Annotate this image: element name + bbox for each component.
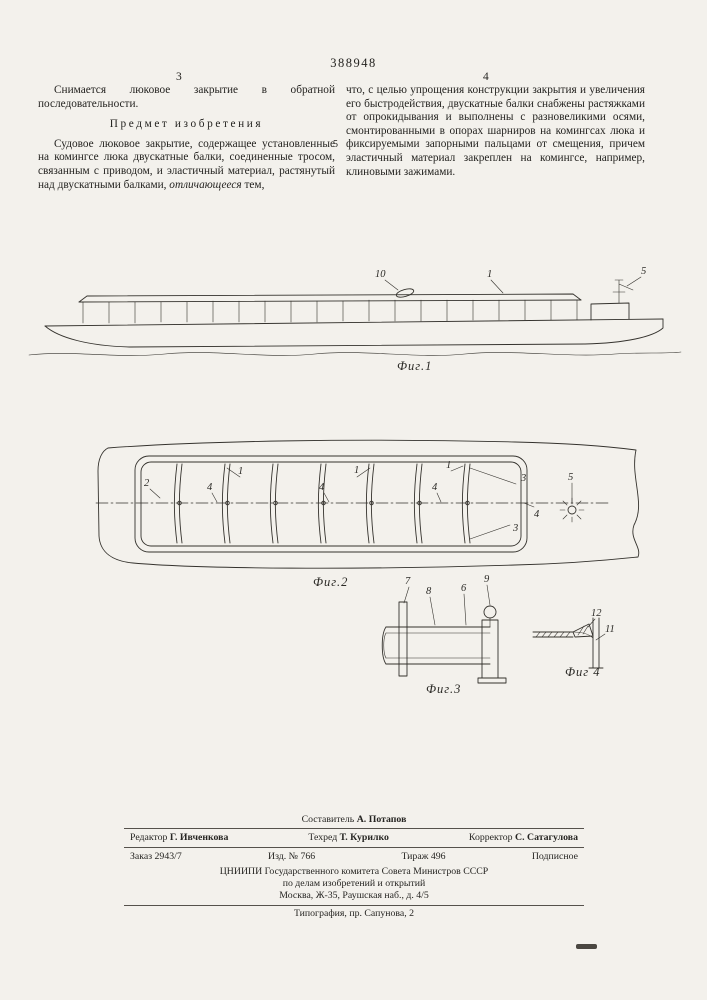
fig1-label-10: 10 [375,269,386,280]
fig1-superstructure [590,279,634,321]
fig3-beam-tube [381,626,491,665]
org-line-3: Москва, Ж-35, Раушская наб., д. 4/5 [279,890,429,901]
edition-number: Изд. № 766 [268,851,316,862]
right-column: что, с целью упрощения конструкции закры… [346,84,645,179]
fig1-label-5: 5 [641,266,646,277]
fig2-label-3a: 3 [520,473,526,484]
figure-4-wedge-clamp-detail: 12 11 Фиг 4 [532,608,615,679]
fig2-guy-braces [469,467,517,540]
fig4-label-12: 12 [591,608,602,619]
line-number-marker: 5 [333,139,338,150]
fig3-label-8: 8 [426,586,432,597]
editor-label: Редактор [130,832,168,843]
fig3-hinge-support [477,605,507,684]
corrector-label: Корректор [468,832,513,843]
editor-name: Г. Ивченкова [169,832,229,843]
credits-row: Редактор Г. Ивченкова Техред Т. Курилко … [124,831,584,845]
fig1-leader-lines [384,276,642,294]
fig2-leader-lines [149,465,573,508]
editor-credit: Редактор Г. Ивченкова [130,832,228,844]
paragraph-claim-continued: что, с целью упрощения конструкции закры… [346,84,645,178]
figure-1-ship-side-view: 10 1 5 Фиг.1 [28,266,682,373]
fig1-waterline [28,351,682,356]
footer-rule [124,847,584,848]
fig3-caption: Фиг.3 [426,682,461,696]
fig3-label-6: 6 [461,583,467,594]
fig2-label-2: 2 [144,478,150,489]
column-number-left: 3 [176,71,182,83]
claim-text: Судовое люковое закрытие, содержащее уст… [38,137,335,191]
fig1-hull [44,318,664,348]
fig2-label-4b: 4 [319,482,325,493]
corrector-name: С. Сатагулова [515,832,578,843]
fig2-label-5: 5 [568,472,573,483]
claim-text-italic: отличающееся [169,178,242,191]
fig2-label-1c: 1 [446,460,451,471]
fig2-label-1b: 1 [354,465,359,476]
fig3-flange-plate [398,601,408,677]
techred-credit: Техред Т. Курилко [308,832,389,844]
fig2-deck-outline [97,439,640,569]
footer-rule [124,905,584,906]
fig1-caption: Фиг.1 [397,359,432,373]
order-number: Заказ 2943/7 [130,851,182,862]
fig2-hatch-coaming [134,455,528,553]
fig4-elastic-sheet [532,631,574,638]
fig2-label-4d: 4 [534,509,540,520]
typography-line: Типография, пр. Сапунова, 2 [293,908,415,919]
compiler-label: Составитель [301,814,355,825]
fig1-label-1: 1 [487,269,492,280]
fig3-label-7: 7 [405,576,411,587]
fig3-label-9: 9 [484,574,490,585]
figure-3-beam-end-detail: 7 8 6 9 Фиг.3 [381,574,507,696]
fig2-caption: Фиг.2 [313,575,348,589]
claim-text-tail: тем, [241,178,265,191]
compiler-name: А. Потапов [356,814,407,825]
fig2-label-1a: 1 [238,466,243,477]
paragraph-removal: Снимается люковое закрытие в обратной по… [38,84,335,110]
fig3-leader-lines [403,584,491,626]
org-line-2: по делам изобретений и открытий [282,878,426,889]
left-column: Снимается люковое закрытие в обратной по… [38,84,335,192]
fig2-label-4a: 4 [207,482,213,493]
corrector-credit: Корректор С. Сатагулова [469,832,578,844]
figure-2-hatch-plan-view: 2 4 1 4 1 4 1 3 3 4 5 Фиг.2 [95,439,640,589]
print-info-row: Заказ 2943/7 Изд. № 766 Тираж 496 Подпис… [124,850,584,864]
fig4-leader-lines [587,618,606,641]
fig4-wedge [572,623,594,638]
circulation: Тираж 496 [401,851,446,862]
fig4-label-11: 11 [605,624,615,635]
fig1-hatch-cover [78,293,582,324]
fig4-coaming-clamp [572,617,604,669]
section-heading: Предмет изобретения [109,118,264,131]
techred-label: Техред [308,832,338,843]
fig4-caption: Фиг 4 [565,665,601,679]
column-number-right: 4 [483,71,489,83]
paragraph-claim: Судовое люковое закрытие, содержащее уст… [38,138,335,192]
subscription: Подписное [531,851,578,862]
imprint-footer: Составитель А. Потапов Редактор Г. Ивчен… [124,814,584,920]
fig2-label-4c: 4 [432,482,438,493]
org-line-1: ЦНИИПИ Государственного комитета Совета … [219,866,489,877]
fig2-ridge-beams [173,463,471,544]
patent-number: 388948 [330,56,377,70]
scan-artifact-mark [576,944,597,949]
compiler-credit: Составитель А. Потапов [124,814,584,826]
techred-name: Т. Курилко [339,832,389,843]
footer-rule [124,828,584,829]
fig2-label-3b: 3 [512,523,518,534]
fig1-tarpaulin-roller [395,288,415,298]
